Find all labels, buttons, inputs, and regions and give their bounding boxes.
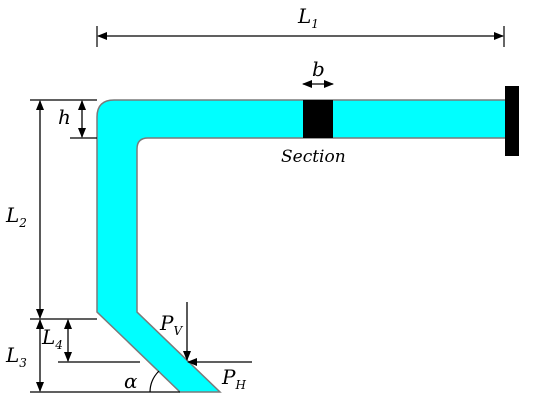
section-label: Section [281,147,346,167]
beam-body [96,99,508,393]
l4-label: L4 [41,325,63,352]
l2-label: L2 [5,203,27,230]
pv-label: PV [159,311,183,338]
fixed-support [505,86,519,156]
l3-label: L3 [5,343,27,370]
h-label: h [58,105,71,129]
l1-label: L1 [297,4,319,31]
ph-label: PH [221,365,246,392]
b-label: b [312,57,325,81]
section-block [303,100,333,138]
alpha-angle-arc [149,370,160,393]
alpha-label: α [124,369,138,393]
